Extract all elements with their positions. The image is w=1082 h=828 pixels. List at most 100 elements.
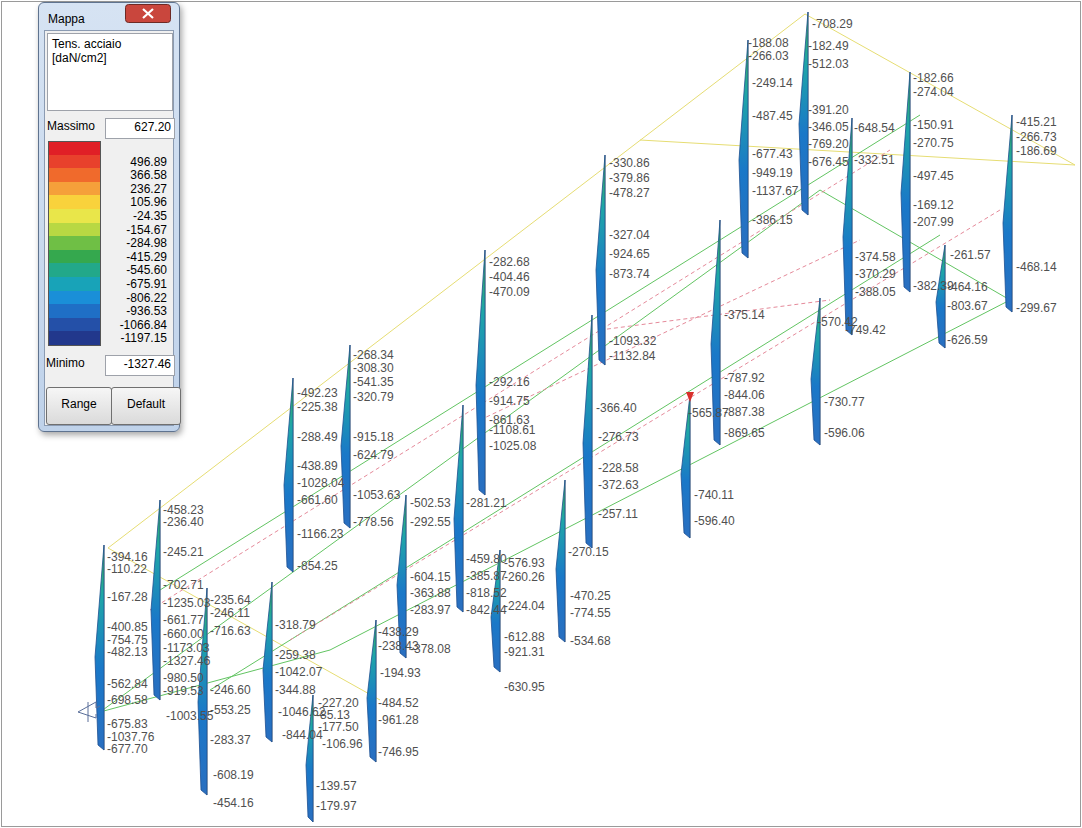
legend-swatch <box>48 263 101 277</box>
button-label: Default <box>112 388 180 420</box>
stress-value: -257.11 <box>598 508 638 521</box>
legend-value: -936.53 <box>105 304 167 318</box>
stress-value: -246.60 <box>210 684 251 697</box>
legend-value: -24.35 <box>105 209 167 223</box>
stress-value: -330.86 <box>609 157 650 170</box>
stress-value: -854.25 <box>297 560 338 573</box>
stress-value: -268.34 <box>353 349 394 362</box>
legend-swatch <box>48 250 101 264</box>
stress-value: -459.80 <box>466 553 507 566</box>
stress-value: -308.30 <box>353 362 394 375</box>
stress-value: -374.58 <box>855 251 896 264</box>
stress-value: -565.87 <box>688 407 729 420</box>
stress-value: -660.00 <box>163 628 204 641</box>
stress-value: -774.55 <box>570 607 611 620</box>
stress-value: -730.77 <box>824 396 865 409</box>
stress-value: -1003.55 <box>166 710 213 723</box>
stress-value: -245.21 <box>163 546 204 559</box>
stress-value: -400.85 <box>107 621 148 634</box>
stress-value: -677.43 <box>752 148 793 161</box>
stress-value: -512.03 <box>808 58 849 71</box>
legend-swatch <box>48 195 101 209</box>
max-value-box: 627.20 <box>105 118 175 139</box>
stress-value: -1137.67 <box>752 185 798 198</box>
stress-value: -677.70 <box>107 743 148 756</box>
stress-value: -842.44 <box>466 604 507 617</box>
stress-value: -266.73 <box>1016 131 1057 144</box>
stress-value: -630.95 <box>504 681 545 694</box>
stress-value: -288.49 <box>297 431 338 444</box>
stress-value: -844.04 <box>282 729 323 742</box>
stress-value: -740.11 <box>694 489 734 502</box>
stress-value: -388.05 <box>855 286 896 299</box>
legend-value: -806.22 <box>105 291 167 305</box>
legend-value: -1066.84 <box>105 318 167 332</box>
stress-value: -169.12 <box>913 199 954 212</box>
stress-value: -1028.04 <box>297 477 344 490</box>
stress-value: -470.09 <box>489 286 530 299</box>
stress-value: -438.89 <box>297 460 338 473</box>
stress-value: -292.16 <box>489 376 530 389</box>
stress-value: -167.28 <box>107 591 148 604</box>
stress-value: -438.29 <box>378 626 419 639</box>
stress-value: -385.87 <box>466 570 507 583</box>
stress-value: -260.26 <box>504 571 545 584</box>
stress-value: -299.67 <box>1016 302 1057 315</box>
legend-value: -154.67 <box>105 223 167 237</box>
stress-value: -386.15 <box>752 214 793 227</box>
stress-value: -106.96 <box>322 738 363 751</box>
legend-swatch <box>48 223 101 237</box>
stress-value: -553.25 <box>210 704 251 717</box>
stress-value: -292.55 <box>410 516 451 529</box>
stress-value: -370.29 <box>855 268 896 281</box>
stress-value: -921.31 <box>504 646 545 659</box>
stress-value: -327.04 <box>609 229 650 242</box>
stress-value: -346.05 <box>808 121 849 134</box>
field-text: 627.20 <box>109 120 171 135</box>
stress-value: -596.06 <box>824 427 865 440</box>
stress-value: -283.37 <box>210 734 251 747</box>
stress-value: -236.40 <box>163 516 204 529</box>
stress-value: -274.04 <box>913 86 954 99</box>
stress-value: -534.68 <box>570 635 611 648</box>
stress-value: -576.93 <box>504 557 545 570</box>
stress-value: -787.92 <box>724 372 765 385</box>
stress-value: -570.42 <box>817 316 858 329</box>
legend-swatch <box>48 277 101 291</box>
stress-value: -716.63 <box>210 625 251 638</box>
legend-swatch <box>48 236 101 250</box>
stress-value: -924.65 <box>609 248 650 261</box>
stress-value: -225.38 <box>297 401 338 414</box>
field-text: Tens. acciaio [daN/cm2] <box>52 37 144 65</box>
legend-swatch <box>48 331 101 345</box>
legend-value: -545.60 <box>105 263 167 277</box>
stress-value: -415.21 <box>1016 116 1057 129</box>
stress-value: -182.66 <box>913 72 954 85</box>
stress-value: -282.68 <box>489 256 530 269</box>
stress-value: -177.50 <box>318 721 359 734</box>
stress-value: -235.64 <box>210 594 251 607</box>
stress-value: -746.95 <box>378 746 419 759</box>
stress-value: -914.75 <box>489 395 530 408</box>
stress-value: -624.79 <box>353 449 394 462</box>
legend-swatch <box>48 318 101 332</box>
stress-value: -608.19 <box>213 769 254 782</box>
field-text: -1327.46 <box>109 357 171 372</box>
stress-value: -266.03 <box>748 50 789 63</box>
legend-value: 236.27 <box>105 182 167 196</box>
legend-swatch <box>48 155 101 169</box>
field-label: Minimo <box>46 357 85 370</box>
stress-value: -283.97 <box>410 604 451 617</box>
stress-value: -676.45 <box>808 156 849 169</box>
stress-value: -238.43 <box>378 640 419 653</box>
stress-value: -648.54 <box>854 122 895 135</box>
stress-value: -497.45 <box>913 170 954 183</box>
legend-value: -1197.15 <box>105 331 167 345</box>
colour-swatch <box>48 141 101 155</box>
stress-value: -110.22 <box>107 563 147 576</box>
stress-value: -961.28 <box>378 714 419 727</box>
stress-value: -454.16 <box>213 797 254 810</box>
stress-value: -344.88 <box>275 684 316 697</box>
stress-value: -1042.07 <box>275 666 322 679</box>
